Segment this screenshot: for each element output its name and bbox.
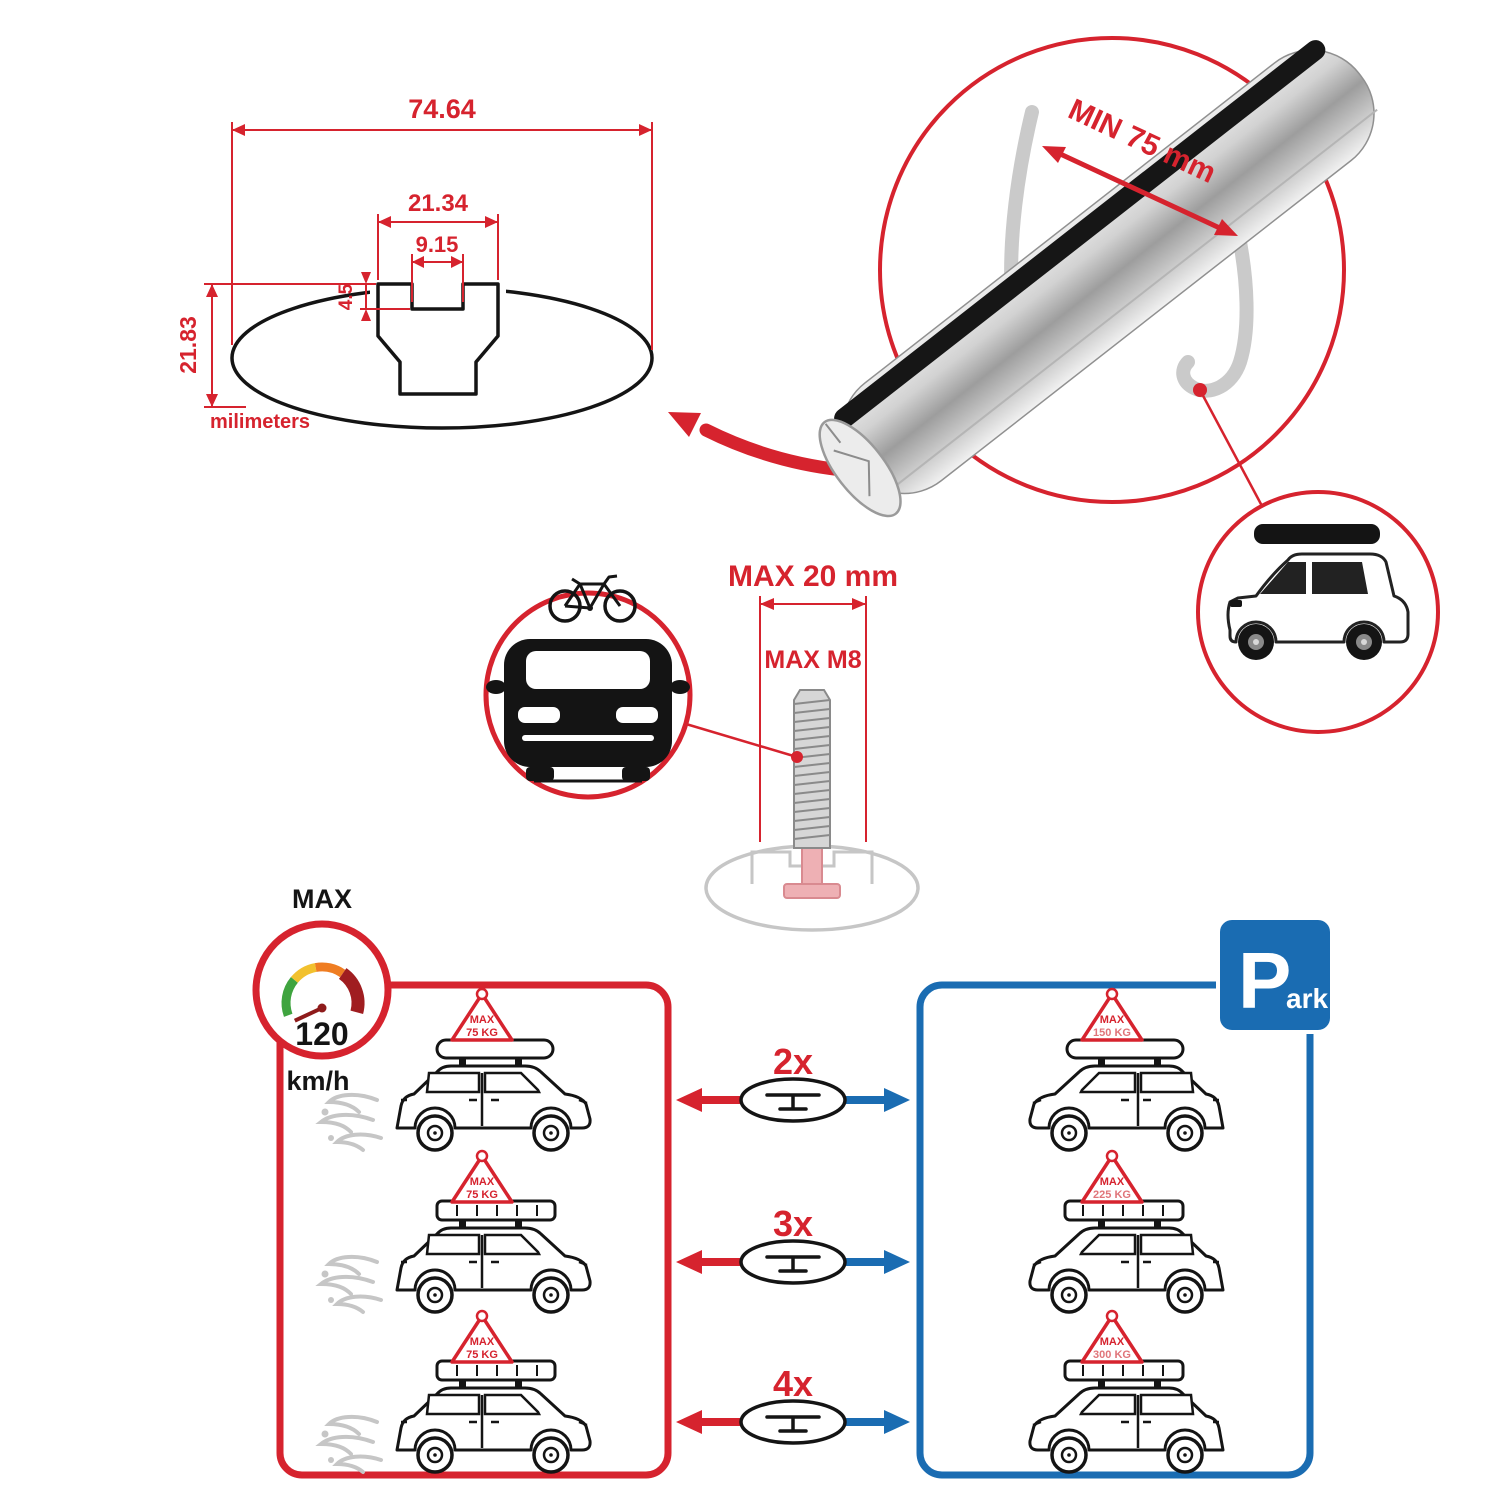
car-front-icon — [486, 639, 690, 783]
t-bolt-head — [783, 883, 841, 899]
gauge-needle — [293, 1006, 323, 1023]
sign-value: 75 KG — [466, 1027, 498, 1039]
hook-icon — [1105, 1309, 1119, 1323]
roof-box-icon — [435, 1038, 555, 1060]
dim-profile-height: 21.83 — [175, 316, 201, 374]
bar-count-label: 4x — [773, 1363, 813, 1404]
speed-limit-badge: MAX 120 km/h — [252, 884, 392, 1096]
max-load-sign-park-3: MAX 300 KG — [1080, 1309, 1144, 1364]
sign-value: 75 KG — [466, 1189, 498, 1201]
roof-basket-icon — [1063, 1199, 1185, 1222]
sign-label: MAX — [470, 1176, 495, 1188]
bar-count-label: 3x — [773, 1203, 813, 1244]
sign-value: 300 KG — [1093, 1349, 1131, 1361]
dim-total-width: 74.64 — [408, 94, 476, 124]
sign-value: 225 KG — [1093, 1189, 1131, 1201]
crossbar-photo — [818, 40, 1378, 518]
t-bolt-icon — [793, 689, 831, 849]
arrow-left-red — [676, 1410, 702, 1434]
roof-box-icon — [1254, 524, 1380, 544]
parking-sign: P ark — [1216, 916, 1334, 1034]
max-load-sign-park-2: MAX 225 KG — [1080, 1149, 1144, 1204]
max-protrusion-label: MAX 20 mm — [728, 560, 898, 593]
dim-channel-width: 21.34 — [408, 190, 469, 217]
roofbox-suv-inset — [1196, 490, 1440, 734]
parking-sign-suffix: ark — [1286, 983, 1328, 1014]
max-load-sign-drive-3: MAX 75 KG — [450, 1309, 514, 1364]
bar-count-row-2: 3x — [676, 1203, 910, 1285]
arrow-left-red — [676, 1088, 702, 1112]
roof-basket-icon — [435, 1199, 557, 1222]
hook-icon — [1105, 1149, 1119, 1163]
sign-label: MAX — [470, 1014, 495, 1026]
bar-cross-section-icon — [739, 1239, 847, 1285]
t-bolt-stem — [801, 843, 823, 887]
cross-section-diagram: 74.64 21.34 9.15 4.5 21.83 milimeters — [175, 94, 654, 433]
bar-detail-inset: MIN 75 mm — [818, 36, 1378, 518]
sign-value: 150 KG — [1093, 1027, 1131, 1039]
max-load-sign-drive-2: MAX 75 KG — [450, 1149, 514, 1204]
t-slot-ghost-icon — [704, 843, 920, 932]
speed-value: 120 — [295, 1016, 348, 1052]
bolt-dimension-lines — [759, 596, 867, 842]
max-load-sign-drive-1: MAX 75 KG — [450, 987, 514, 1042]
arrow-right-blue — [884, 1410, 910, 1434]
dim-unit-label: milimeters — [210, 411, 310, 433]
suv-with-roofbox-icon — [1226, 524, 1410, 660]
bolt-spec-inset: MAX 20 mm MAX M8 — [685, 560, 920, 932]
sign-label: MAX — [1100, 1336, 1125, 1348]
dimension-lines — [204, 122, 653, 408]
speedometer-icon — [252, 920, 392, 1060]
max-load-sign-park-1: MAX 150 KG — [1080, 987, 1144, 1042]
car-front-inset — [483, 574, 693, 800]
roof-basket-icon — [435, 1359, 557, 1382]
arrow-right-blue — [884, 1250, 910, 1274]
pointer-arrow — [668, 412, 849, 477]
connector-line — [685, 722, 798, 759]
dim-slot-depth: 4.5 — [336, 283, 357, 310]
bicycle-icon — [548, 574, 637, 623]
speed-unit: km/h — [286, 1066, 349, 1096]
hook-icon — [475, 1309, 489, 1323]
sign-label: MAX — [470, 1336, 495, 1348]
max-thread-label: MAX M8 — [764, 646, 861, 674]
sign-value: 75 KG — [466, 1349, 498, 1361]
arrow-right-blue — [884, 1088, 910, 1112]
parking-sign-letter: P — [1238, 936, 1291, 1025]
min-span-arrow — [1042, 146, 1238, 236]
hook-icon — [475, 987, 489, 1001]
bar-count-label: 2x — [773, 1041, 813, 1082]
dim-slot-width: 9.15 — [416, 232, 459, 257]
arrow-left-red — [676, 1250, 702, 1274]
bar-count-row-3: 4x — [676, 1363, 910, 1445]
roof-basket-icon — [1063, 1359, 1185, 1382]
hook-icon — [475, 1149, 489, 1163]
bar-cross-section-icon — [739, 1077, 847, 1123]
bar-count-row-1: 2x — [676, 1041, 910, 1123]
bar-cross-section-icon — [739, 1399, 847, 1445]
clamp-strap-right-icon — [1176, 225, 1254, 398]
sign-label: MAX — [1100, 1014, 1125, 1026]
hook-icon — [1105, 987, 1119, 1001]
speed-max-label: MAX — [292, 884, 352, 914]
connector-line — [1198, 389, 1264, 507]
sign-label: MAX — [1100, 1176, 1125, 1188]
roof-box-icon — [1065, 1038, 1185, 1060]
